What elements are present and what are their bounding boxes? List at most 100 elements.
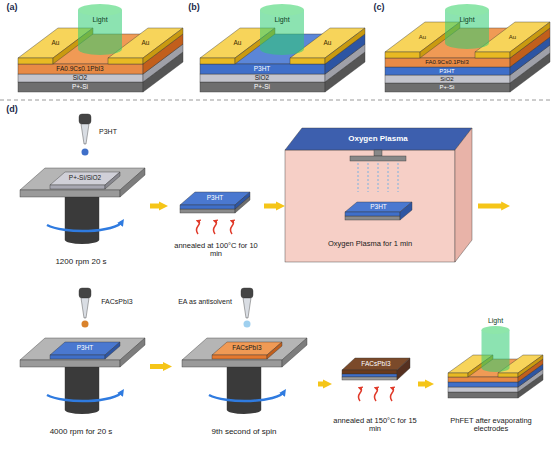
electrode-label: Au — [324, 40, 332, 47]
anneal-step-2-part — [342, 374, 397, 377]
device-c-part — [385, 75, 510, 83]
anneal-step-1-part — [214, 221, 217, 234]
final-device-part — [448, 382, 518, 387]
spin-step-1-part — [50, 185, 105, 189]
layer-label: FA0.9Cs0.1PbI3 — [425, 59, 469, 65]
plasma-chamber-part — [285, 128, 472, 150]
panel-letter: (a) — [7, 3, 18, 12]
spin-step-3 — [182, 288, 307, 414]
device-c — [385, 4, 550, 92]
step-caption: Oxygen Plasma for 1 min — [328, 240, 412, 248]
device-a-part — [18, 74, 143, 82]
plasma-chamber-part — [388, 163, 389, 192]
layer-label: P+-Si — [72, 84, 88, 91]
solution-label: FACsPbI3 — [101, 298, 133, 305]
device-c-part — [475, 52, 510, 58]
device-a-part — [143, 28, 183, 64]
layer-label: SiO2 — [255, 75, 269, 82]
light-label: Light — [459, 16, 474, 23]
spin-step-3-part — [212, 355, 267, 359]
process-step: FACsPbI3annealed at 150°C for 15 min — [332, 320, 418, 448]
next-row-arrow — [478, 204, 503, 209]
plasma-chamber — [285, 128, 472, 262]
panel-letter: (d) — [6, 105, 18, 114]
layer-label: SiO2 — [440, 76, 453, 82]
final-device-part — [448, 377, 518, 382]
step-caption: annealed at 100°C for 10 min — [169, 242, 263, 258]
light-label: Light — [274, 16, 289, 23]
plasma-chamber-part — [345, 212, 400, 216]
spin-step-1 — [20, 114, 145, 244]
device-b-part — [260, 10, 304, 55]
device-c-part — [385, 58, 510, 67]
device-a — [18, 4, 183, 92]
process-step: EA as antisolventFACsPbI39th second of s… — [172, 285, 318, 448]
device-b-part — [260, 4, 304, 16]
final-device — [448, 326, 543, 398]
device-b-part — [200, 74, 325, 82]
layer-label: P+-Si — [440, 84, 455, 90]
spin-step-2-part — [50, 355, 105, 359]
anneal-step-1-part — [231, 221, 234, 234]
spin-step-1-part — [79, 114, 91, 144]
plasma-chamber-part — [285, 150, 455, 262]
anneal-step-2-part — [342, 377, 397, 380]
electrode-label: Au — [419, 34, 426, 40]
device-a-part — [78, 10, 122, 55]
layer-label: FA0.9Cs0.1PbI3 — [56, 66, 103, 73]
device-a-part — [18, 64, 143, 74]
device-c-part — [445, 4, 489, 16]
anneal-step-1 — [180, 192, 250, 234]
panel-letter: (c) — [374, 3, 385, 12]
device-b-part — [290, 58, 325, 64]
layer-label: P3HT — [254, 66, 271, 73]
spin-step-3-part — [244, 321, 251, 328]
device-b-part — [200, 58, 235, 64]
plasma-chamber-part — [345, 216, 400, 220]
device-b-part — [200, 82, 325, 92]
device-c-part — [385, 52, 420, 58]
spin-step-1-part — [20, 168, 145, 244]
final-device-part — [498, 373, 518, 377]
anneal-step-1-part — [235, 192, 250, 209]
plasma-chamber-part — [368, 163, 369, 192]
device-a-part — [78, 4, 122, 16]
film-label: P3HT — [207, 195, 224, 202]
step-caption: annealed at 150°C for 15 min — [333, 417, 417, 433]
spin-step-3-part — [267, 342, 282, 359]
spin-step-2-part — [20, 338, 145, 414]
electrode-label: Au — [509, 34, 516, 40]
step-caption: PhFET after evaporating electrodes — [437, 417, 545, 433]
electrode-label: Au — [234, 40, 242, 47]
substrate-label: P3HT — [77, 345, 94, 352]
plasma-chamber-part — [378, 163, 379, 192]
process-step: P3HT annealed at 100°C for 10 min — [168, 150, 264, 262]
final-device-part — [518, 355, 543, 377]
anneal-step-1-part — [197, 221, 200, 234]
device-b-part — [325, 28, 365, 64]
anneal-step-2-part — [359, 388, 362, 401]
process-step: LightPhFET after evaporating electrodes — [434, 312, 548, 448]
process-arrow — [418, 382, 427, 387]
process-arrow — [150, 204, 161, 209]
device-c-part — [385, 83, 510, 92]
spin-step-2-part — [105, 342, 120, 359]
device-a-part — [108, 58, 143, 64]
step-caption: 1200 rpm 20 s — [55, 258, 106, 266]
layer-label: P3HT — [439, 68, 454, 74]
device-c-part — [510, 22, 550, 58]
plasma-chamber-part — [455, 128, 472, 262]
spin-step-3-part — [182, 338, 307, 414]
layer-label: SiO2 — [73, 75, 87, 82]
device-a-part — [18, 82, 143, 92]
spin-step-2 — [20, 288, 145, 414]
process-step: Oxygen PlasmaP3HTOxygen Plasma for 1 min — [285, 128, 472, 262]
chamber-title: Oxygen Plasma — [348, 135, 408, 143]
anneal-step-2-part — [342, 370, 397, 374]
process-arrow — [264, 204, 278, 209]
process-step: P3HTP+-Si/SiO21200 rpm 20 s — [12, 112, 150, 272]
solution-label: EA as antisolvent — [178, 298, 232, 305]
electrode-label: Au — [52, 40, 60, 47]
device-b — [200, 4, 365, 92]
